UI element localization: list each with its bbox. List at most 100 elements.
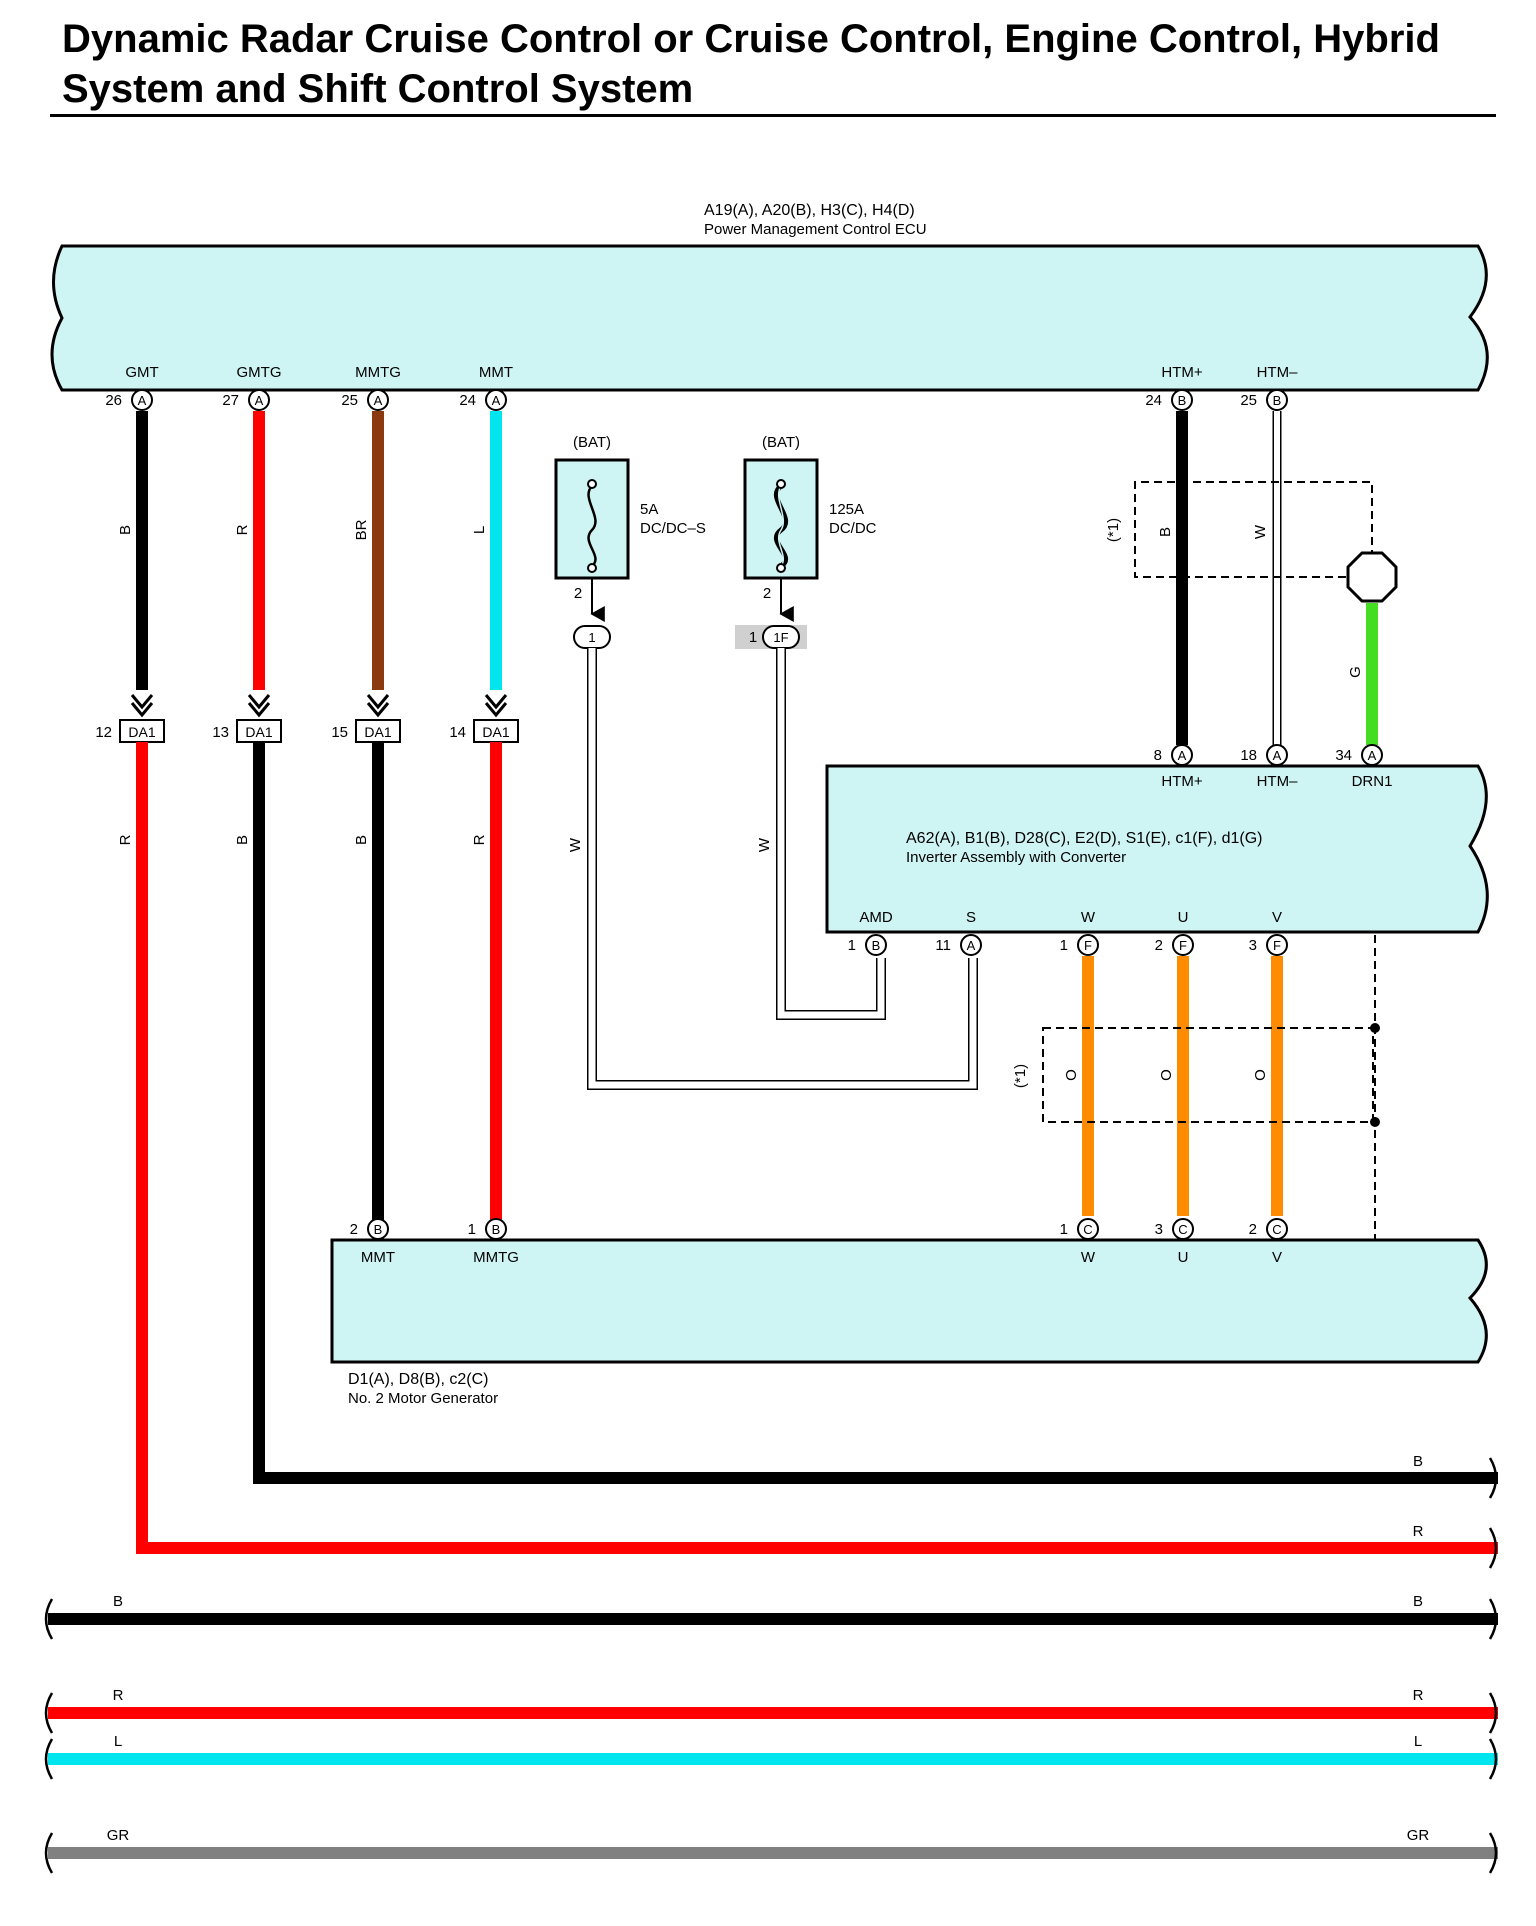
motor-connectors: D1(A), D8(B), c2(C)	[348, 1371, 488, 1388]
da1-arrows	[130, 694, 508, 718]
inverter-term-label-v: V	[1272, 909, 1282, 926]
bus-label-r1-right: R	[1413, 1523, 1424, 1540]
bus-label-l-left: L	[114, 1733, 122, 1750]
wire-color-mmtg: BR	[353, 519, 370, 540]
bus-label-b2-right: B	[1413, 1593, 1423, 1610]
svg-text:24: 24	[459, 392, 476, 409]
svg-text:15: 15	[331, 724, 348, 741]
bus-cut-l-left	[44, 1738, 54, 1780]
junction-da1-15: DA1 15	[331, 719, 401, 743]
fuse-dc-dc-s: (BAT) 5A DC/DC–S 2	[554, 434, 706, 602]
page-title: Dynamic Radar Cruise Control or Cruise C…	[62, 17, 1440, 111]
svg-text:8: 8	[1154, 747, 1162, 764]
bus-label-gr-right: GR	[1407, 1827, 1430, 1844]
svg-text:DRN1: DRN1	[1352, 773, 1393, 790]
svg-text:DC/DC: DC/DC	[829, 520, 877, 537]
svg-text:F: F	[1273, 938, 1281, 953]
svg-text:3: 3	[1249, 937, 1257, 954]
wire-color-gmtg: R	[234, 524, 251, 535]
svg-text:F: F	[1179, 938, 1187, 953]
svg-text:18: 18	[1240, 747, 1257, 764]
junction-da1-12: DA1 12	[95, 719, 165, 743]
inverter-connectors: A62(A), B1(B), D28(C), E2(D), S1(E), c1(…	[906, 830, 1263, 847]
wire-color-htm-minus: W	[1252, 524, 1269, 539]
bus-cut-l-right	[1488, 1738, 1498, 1780]
svg-text:1: 1	[749, 629, 757, 646]
bus-cut-r1-right	[1488, 1527, 1498, 1569]
wire-color-phase-v: O	[1252, 1069, 1269, 1081]
svg-text:C: C	[1083, 1222, 1092, 1237]
svg-text:(BAT): (BAT)	[762, 434, 800, 451]
ecu-term-label-mmtg: MMTG	[355, 364, 401, 381]
wire-color-drn1: G	[1347, 666, 1364, 678]
svg-text:11: 11	[935, 937, 951, 954]
svg-text:A: A	[138, 393, 147, 408]
svg-text:25: 25	[1240, 392, 1257, 409]
svg-text:2: 2	[574, 585, 582, 602]
motor-name: No. 2 Motor Generator	[348, 1390, 498, 1407]
inverter-term-label-s: S	[966, 909, 976, 926]
svg-text:27: 27	[222, 392, 239, 409]
svg-text:W: W	[1081, 1249, 1096, 1266]
wire-color-dcdcs: W	[567, 837, 584, 852]
wire-da1-13-out	[253, 742, 1498, 1484]
svg-text:3: 3	[1155, 1221, 1163, 1238]
wire-color-dcdc: W	[756, 837, 773, 852]
svg-text:B: B	[872, 938, 881, 953]
bus-cut-gr-left	[44, 1832, 54, 1874]
shield-note-phase: (*1)	[1012, 1064, 1029, 1088]
wire-color-da1-14: R	[471, 834, 488, 845]
junction-da1-14: DA1 14	[449, 719, 519, 743]
ecu-term-label-gmt: GMT	[125, 364, 158, 381]
ecu-term-label-mmt: MMT	[479, 364, 513, 381]
wire-color-mmt: L	[471, 526, 488, 534]
svg-text:B: B	[374, 1222, 383, 1237]
svg-text:13: 13	[212, 724, 229, 741]
svg-text:C: C	[1178, 1222, 1187, 1237]
inverter-box	[825, 764, 1489, 934]
inverter-pin-amd: B 1	[848, 934, 887, 956]
svg-text:C: C	[1272, 1222, 1281, 1237]
svg-text:F: F	[1084, 938, 1092, 953]
svg-text:U: U	[1178, 1249, 1189, 1266]
motor-pin-v: C 2 V	[1249, 1218, 1288, 1266]
ecu-term-label-gmtg: GMTG	[237, 364, 282, 381]
ecu-name: Power Management Control ECU	[704, 221, 927, 238]
shield-htm	[1134, 481, 1373, 578]
svg-text:DA1: DA1	[482, 724, 509, 740]
svg-text:A: A	[1273, 748, 1282, 763]
shield-splice-bottom	[1370, 1117, 1380, 1127]
svg-text:DA1: DA1	[245, 724, 272, 740]
svg-text:12: 12	[95, 724, 112, 741]
ecu-box	[50, 244, 1489, 392]
svg-text:MMT: MMT	[361, 1249, 395, 1266]
motor-pin-u: C 3 U	[1155, 1218, 1194, 1266]
wire-color-da1-15: B	[353, 835, 370, 845]
fuse-dc-dc-s-connector: 1	[573, 625, 611, 649]
ecu-pin-mmt: A 24	[459, 389, 507, 411]
motor-box	[330, 1238, 1488, 1364]
svg-text:HTM+: HTM+	[1161, 773, 1202, 790]
ecu-pin-gmtg: A 27	[222, 389, 270, 411]
inverter-pin-htm-plus: A 8 HTM+	[1154, 744, 1203, 790]
svg-text:34: 34	[1335, 747, 1352, 764]
ecu-pin-mmtg: A 25	[341, 389, 389, 411]
inverter-pin-v: F 3	[1249, 934, 1288, 956]
wire-color-da1-12: R	[117, 834, 134, 845]
inverter-term-label-amd: AMD	[859, 909, 893, 926]
wire-color-da1-13: B	[234, 835, 251, 845]
wire-color-phase-u: O	[1158, 1069, 1175, 1081]
fuse-dc-dc-connector: 1F 1	[735, 625, 807, 649]
junction-da1-13: DA1 13	[212, 719, 282, 743]
svg-text:B: B	[492, 1222, 501, 1237]
svg-text:1F: 1F	[773, 630, 788, 645]
shield-note-htm: (*1)	[1105, 518, 1122, 542]
bus-label-l-right: L	[1414, 1733, 1422, 1750]
motor-pin-w: C 1 W	[1060, 1218, 1099, 1266]
bus-cut-b2-right	[1488, 1598, 1498, 1640]
svg-text:1: 1	[468, 1221, 476, 1238]
svg-text:DA1: DA1	[364, 724, 391, 740]
bus-label-b2-left: B	[113, 1593, 123, 1610]
svg-text:MMTG: MMTG	[473, 1249, 519, 1266]
